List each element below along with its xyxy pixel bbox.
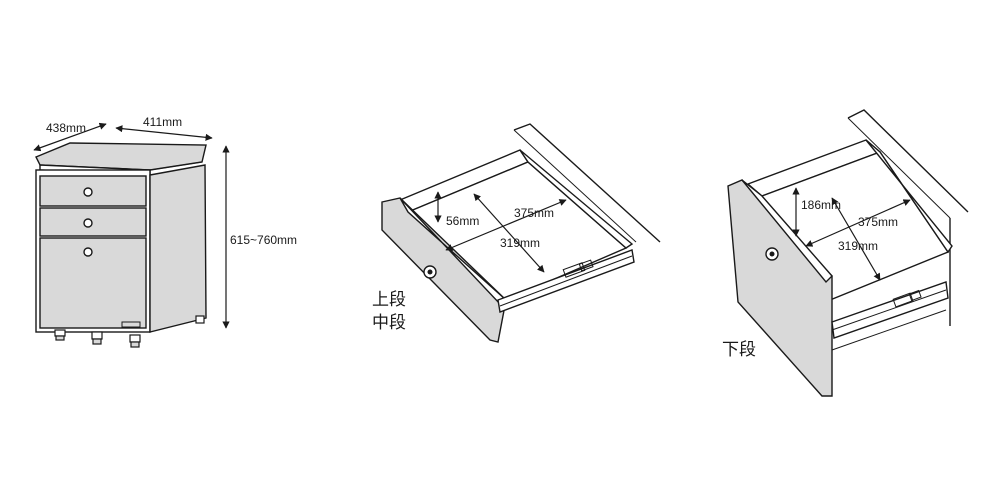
- cabinet-figure: [33, 122, 230, 348]
- lower-depth-label: 375mm: [858, 215, 898, 229]
- upper-depth-label: 375mm: [514, 206, 554, 220]
- depth-dimension-arrow: [33, 122, 107, 152]
- cabinet-width-label: 411mm: [143, 115, 182, 129]
- lower-width-arrow: [831, 197, 881, 281]
- width-dimension-arrow: [115, 125, 213, 141]
- cabinet-depth-label: 438mm: [46, 121, 86, 135]
- caster-icon: [129, 334, 141, 348]
- upper-width-arrow: [473, 193, 545, 273]
- upper-height-label: 56mm: [446, 214, 479, 228]
- lower-drawer-name: 下段: [722, 340, 756, 359]
- cabinet-drawer-top: [39, 175, 147, 207]
- cabinet-height-label: 615~760mm: [230, 233, 297, 247]
- upper-width-label: 319mm: [500, 236, 540, 250]
- knob-icon: [83, 218, 93, 228]
- lower-width-label: 319mm: [838, 239, 878, 253]
- caster-icon: [91, 331, 103, 345]
- cabinet-side-panel: [149, 164, 207, 333]
- upper-drawer-figure: [381, 123, 661, 343]
- cabinet-drawer-bottom: [39, 237, 147, 329]
- lower-drawer-figure: [727, 109, 969, 397]
- upper-drawer-name: 上段: [372, 290, 406, 309]
- knob-icon: [83, 247, 93, 257]
- caster-icon: [54, 329, 66, 341]
- caster-icon: [195, 315, 205, 324]
- middle-drawer-name: 中段: [372, 313, 406, 332]
- lower-height-label: 186mm: [801, 198, 841, 212]
- knob-icon: [83, 187, 93, 197]
- cabinet-drawer-middle: [39, 207, 147, 237]
